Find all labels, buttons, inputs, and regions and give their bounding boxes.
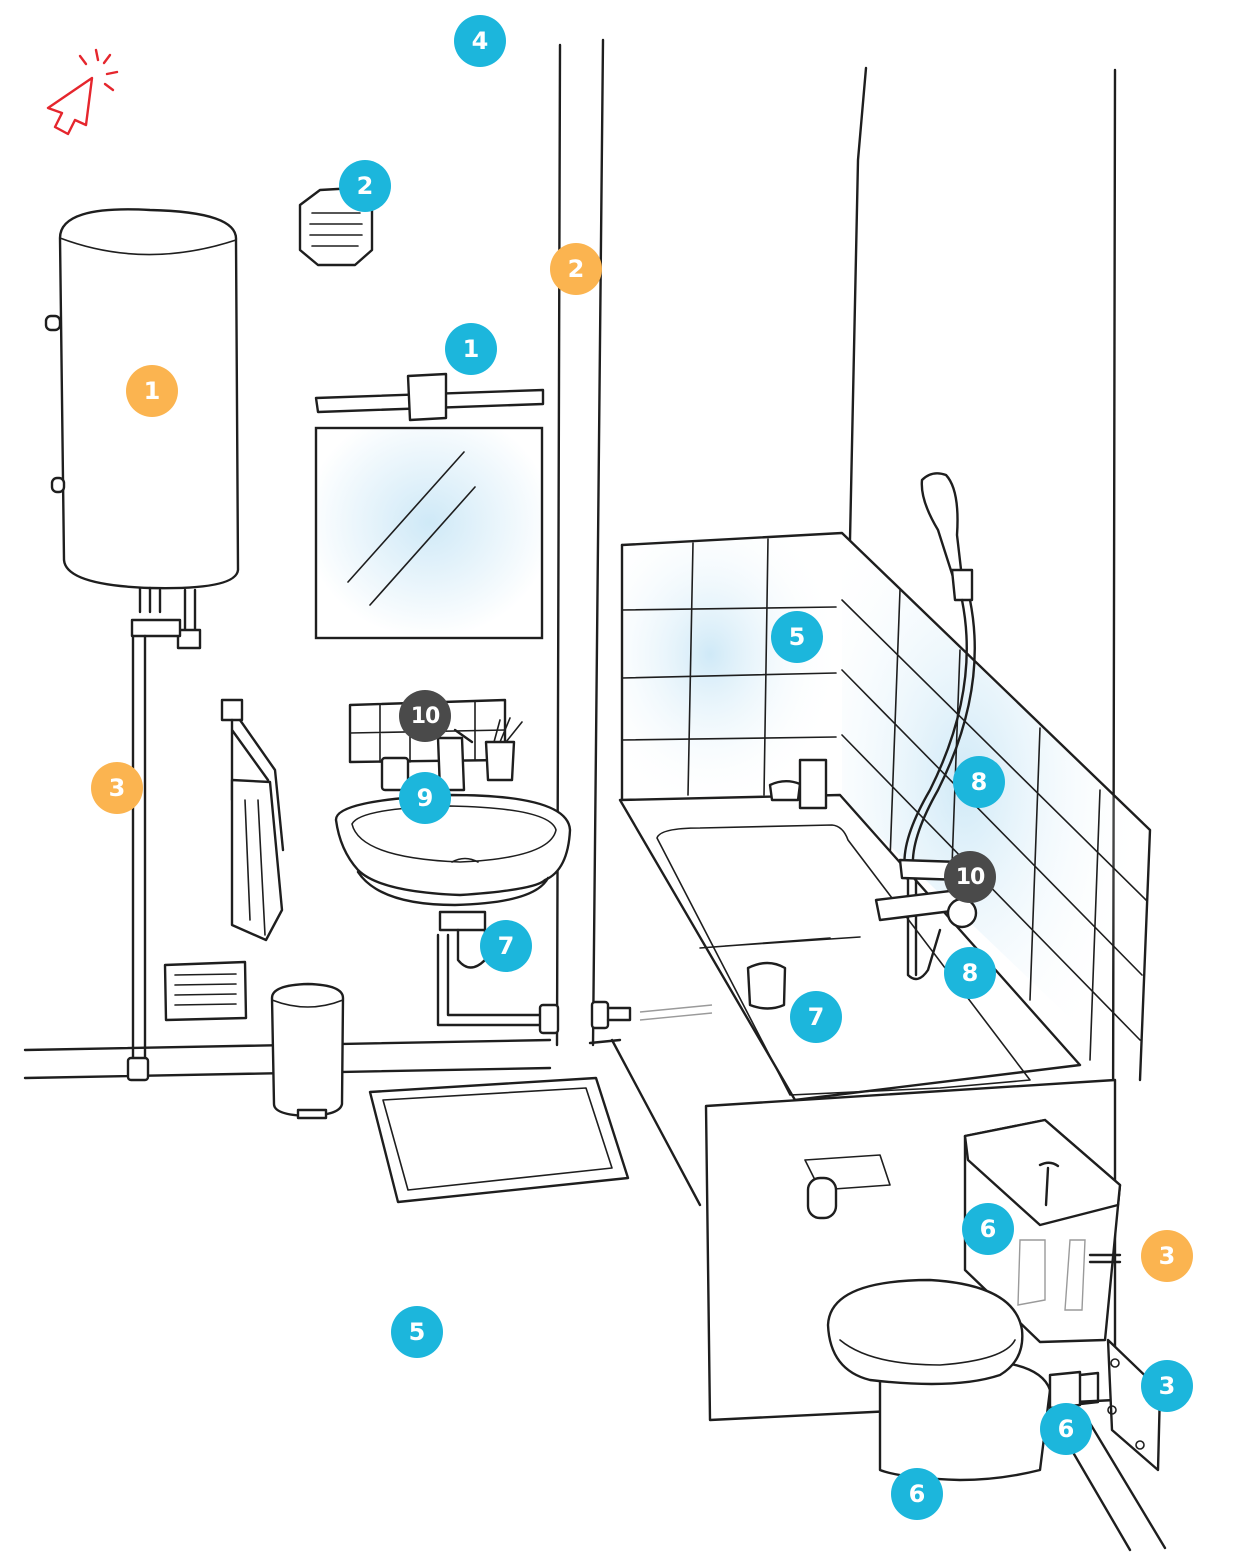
marker-blue-4[interactable]: 4 bbox=[454, 15, 506, 67]
sink-trap bbox=[436, 910, 713, 1035]
marker-orange-3-left[interactable]: 3 bbox=[91, 762, 143, 814]
water-heater bbox=[44, 208, 240, 1082]
toilet bbox=[826, 1118, 1162, 1482]
marker-blue-5-tiles[interactable]: 5 bbox=[771, 611, 823, 663]
trash-bin bbox=[270, 982, 345, 1120]
sink bbox=[334, 717, 572, 907]
lower-vent-grille bbox=[163, 960, 248, 1022]
marker-blue-6-cistern[interactable]: 6 bbox=[962, 1203, 1014, 1255]
marker-blue-5-floor[interactable]: 5 bbox=[391, 1306, 443, 1358]
mirror bbox=[314, 426, 544, 640]
mirror-light bbox=[314, 372, 545, 422]
marker-orange-2[interactable]: 2 bbox=[550, 243, 602, 295]
marker-blue-2[interactable]: 2 bbox=[339, 160, 391, 212]
marker-blue-7-bath-drain[interactable]: 7 bbox=[790, 991, 842, 1043]
marker-orange-3-right[interactable]: 3 bbox=[1141, 1230, 1193, 1282]
marker-blue-7-sink-trap[interactable]: 7 bbox=[480, 920, 532, 972]
bath-tiles bbox=[620, 531, 1152, 1085]
marker-blue-1[interactable]: 1 bbox=[445, 323, 497, 375]
marker-orange-1[interactable]: 1 bbox=[126, 365, 178, 417]
marker-blue-3[interactable]: 3 bbox=[1141, 1360, 1193, 1412]
marker-blue-9[interactable]: 9 bbox=[399, 772, 451, 824]
marker-blue-8-lower[interactable]: 8 bbox=[944, 947, 996, 999]
marker-blue-6-outlet[interactable]: 6 bbox=[1040, 1403, 1092, 1455]
towel-rail bbox=[220, 698, 285, 942]
marker-blue-8-upper[interactable]: 8 bbox=[953, 756, 1005, 808]
bath-mat bbox=[368, 1076, 630, 1204]
marker-dark-10-sink[interactable]: 10 bbox=[399, 690, 451, 742]
marker-dark-10-bath[interactable]: 10 bbox=[944, 851, 996, 903]
click-cursor-icon bbox=[46, 48, 119, 136]
marker-blue-6-bowl[interactable]: 6 bbox=[891, 1468, 943, 1520]
